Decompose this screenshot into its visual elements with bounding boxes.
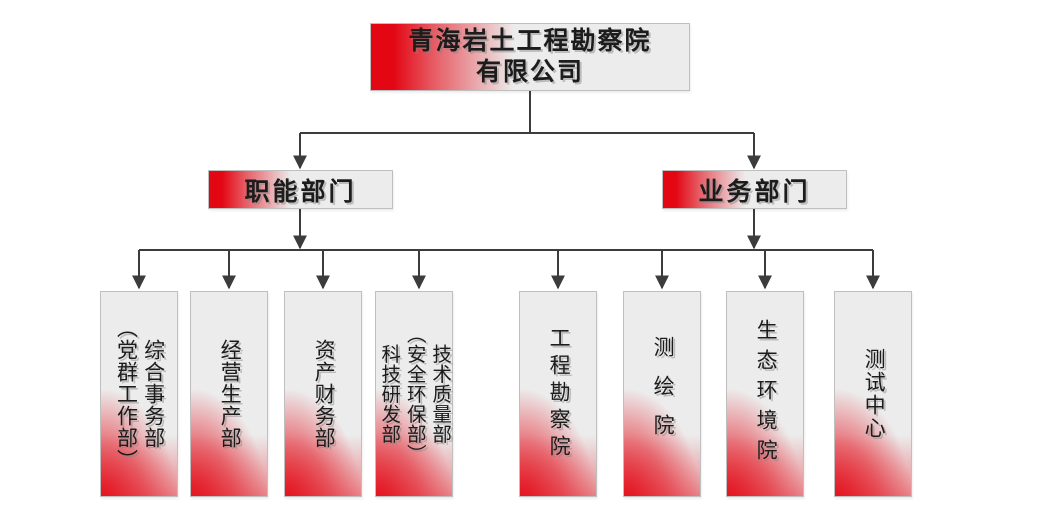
company-name: 青海岩土工程勘察院 有限公司 xyxy=(408,26,651,88)
dept-label-column: （党群工作部） xyxy=(114,317,138,471)
company-root-node: 青海岩土工程勘察院 有限公司 xyxy=(370,23,690,91)
dept-general-affairs: 综合事务部 （党群工作部） xyxy=(100,291,178,497)
root-to-branches-connector xyxy=(293,91,761,170)
branches-to-departments-connector xyxy=(132,209,880,290)
dept-label-column: 资产财务部 xyxy=(312,339,336,449)
company-name-line-1: 青海岩土工程勘察院 xyxy=(408,27,652,55)
dept-label-column: 生态环境院 xyxy=(754,319,778,469)
dept-operations-production: 经营生产部 xyxy=(190,291,268,497)
dept-label-column: 测绘院 xyxy=(651,335,675,453)
dept-label-column: 综合事务部 xyxy=(141,339,165,449)
dept-label-column: 工程勘察院 xyxy=(547,326,571,462)
dept-label-column: （安全环保部） xyxy=(403,324,426,464)
company-name-line-2: 有限公司 xyxy=(475,58,584,86)
dept-assets-finance: 资产财务部 xyxy=(284,291,362,497)
dept-label-column: 科技研发部 xyxy=(377,344,400,444)
branch-functional-departments: 职能部门 xyxy=(208,170,393,209)
dept-label-column: 经营生产部 xyxy=(218,339,242,449)
branch-functional-label: 职能部门 xyxy=(244,177,357,206)
branch-business-departments: 业务部门 xyxy=(662,170,847,209)
dept-tech-quality-rnd: 技术质量部 （安全环保部） 科技研发部 xyxy=(375,291,453,497)
dept-label-column: 测试中心 xyxy=(862,348,886,440)
dept-engineering-survey-institute: 工程勘察院 xyxy=(519,291,597,497)
dept-ecological-environment-institute: 生态环境院 xyxy=(726,291,804,497)
dept-testing-center: 测试中心 xyxy=(834,291,912,497)
dept-label-column: 技术质量部 xyxy=(428,344,451,444)
branch-business-label: 业务部门 xyxy=(698,177,811,206)
dept-surveying-mapping-institute: 测绘院 xyxy=(623,291,701,497)
